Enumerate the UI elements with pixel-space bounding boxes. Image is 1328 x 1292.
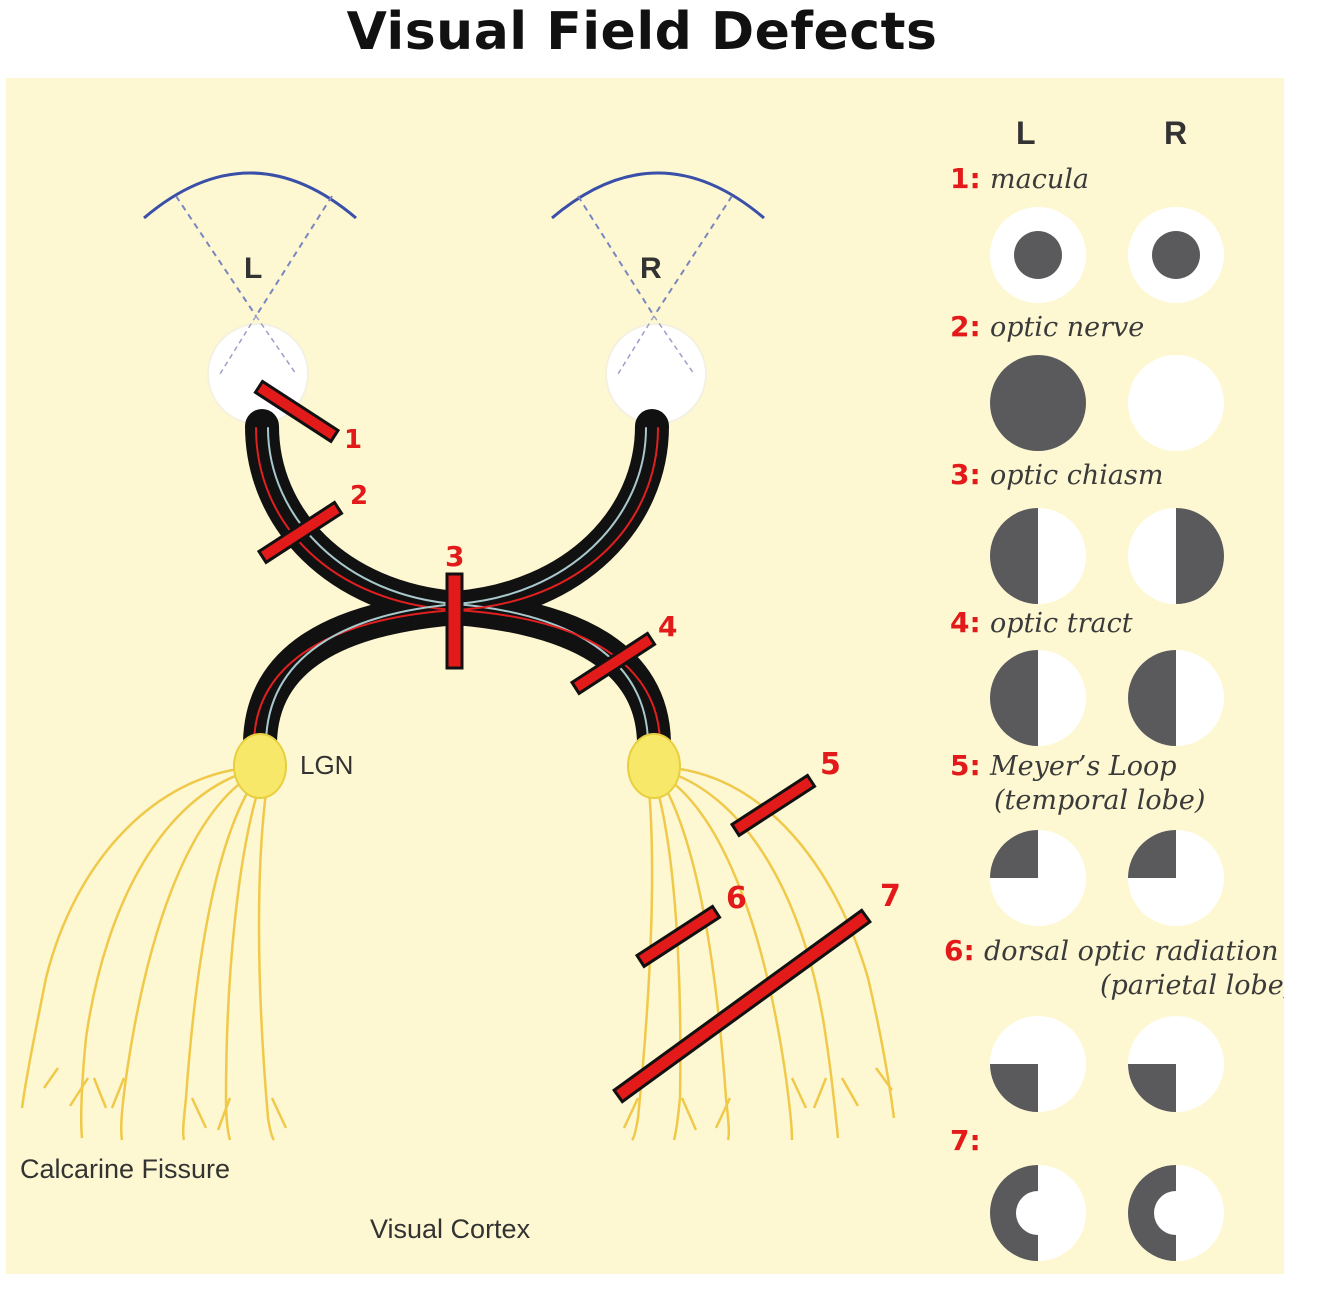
right-eye-globe — [605, 323, 707, 425]
legend-item-number: 6: — [944, 934, 975, 967]
field-defect-mark — [1128, 1165, 1176, 1261]
legend-item-label: macula — [990, 164, 1089, 195]
lesion-4-bar — [569, 631, 657, 696]
left-eye-field — [990, 830, 1086, 926]
left-eye-field — [990, 1016, 1086, 1112]
lesion-5-bar — [729, 773, 817, 838]
legend-item-label: optic tract — [990, 608, 1133, 639]
legend-item-label: dorsal optic radiation — [984, 936, 1279, 967]
legend-col-left: L — [1016, 115, 1036, 151]
scotoma-mark — [1152, 231, 1200, 279]
legend-item-label: optic chiasm — [990, 460, 1163, 491]
right-eye-field — [1128, 830, 1224, 926]
lesion-numbers: 1 2 3 4 5 6 7 — [344, 425, 901, 916]
field-defect-mark — [1128, 1064, 1176, 1112]
right-eye-field — [1128, 355, 1224, 451]
right-retina-arc — [551, 171, 765, 220]
legend-item-sublabel: (temporal lobe) — [994, 785, 1205, 816]
field-defect-mark — [990, 1165, 1038, 1261]
legend-item-sublabel: (parietal lobe) — [1100, 970, 1284, 1001]
legend-item-number: 5: — [950, 749, 981, 782]
right-eye-field — [1128, 207, 1224, 303]
right-eye-inner-ray — [653, 315, 695, 375]
legend-item-label: optic nerve — [990, 312, 1144, 343]
left-eye-inner-ray — [219, 315, 257, 375]
right-eye-field — [1128, 508, 1224, 604]
visual-field-legend: L R 1: macula 2: optic nerve 3: optic chiasm 4… — [944, 115, 1284, 1261]
left-eye-field — [990, 650, 1086, 746]
lesion-number-1: 1 — [344, 425, 362, 455]
visual-cortex-label: Visual Cortex — [370, 1214, 531, 1244]
left-field-ray — [255, 195, 333, 317]
left-field-ray — [175, 195, 257, 317]
legend-item-label: Meyer’s Loop — [989, 751, 1177, 782]
right-field-ray — [577, 195, 655, 317]
legend-item-number: 4: — [950, 606, 981, 639]
lesion-number-7: 7 — [880, 879, 901, 914]
legend-item-number: 2: — [950, 310, 981, 343]
blind-field-mark — [990, 355, 1086, 451]
right-eye-field — [1128, 650, 1224, 746]
left-optic-tract — [243, 591, 473, 759]
right-eye-visual-field: R — [551, 171, 765, 425]
lesion-7-bar — [612, 908, 872, 1104]
right-field-ray — [653, 195, 733, 317]
legend-item: 3: optic chiasm — [950, 458, 1224, 604]
lesion-number-5: 5 — [820, 747, 841, 782]
legend-item: 1: macula — [950, 162, 1224, 303]
field-defect-mark — [990, 650, 1038, 746]
scotoma-mark — [1014, 231, 1062, 279]
legend-item: 2: optic nerve — [950, 310, 1224, 451]
field-defect-mark — [990, 1064, 1038, 1112]
field-defect-mark — [1128, 650, 1176, 746]
right-optic-radiation — [622, 766, 896, 1141]
lesion-number-3: 3 — [445, 540, 464, 573]
left-eye-label: L — [244, 252, 262, 285]
field-defect-mark — [1176, 508, 1224, 604]
left-optic-radiation — [20, 766, 288, 1141]
field-defect-mark — [990, 830, 1038, 878]
diagram-panel: L R — [6, 78, 1284, 1274]
legend-item: 5: Meyer’s Loop(temporal lobe) — [950, 749, 1224, 926]
right-eye-label: R — [640, 252, 662, 285]
legend-item: 7: — [950, 1124, 1224, 1261]
left-eye-visual-field: L — [143, 171, 357, 425]
lesion-number-6: 6 — [726, 881, 747, 916]
lesion-6-bar — [634, 904, 722, 969]
legend-item: 4: optic tract — [950, 606, 1224, 746]
page-title: Visual Field Defects — [346, 2, 938, 62]
lesion-2-bar — [256, 500, 344, 565]
right-eye-inner-ray — [617, 315, 655, 375]
legend-item-number: 3: — [950, 458, 981, 491]
left-eye-field — [990, 508, 1086, 604]
lesion-1-bar — [253, 379, 341, 444]
lesion-number-2: 2 — [350, 481, 368, 511]
lesion-3-bar — [445, 572, 464, 670]
left-eye-field — [990, 1165, 1086, 1261]
visual-pathway-diagram: L R — [20, 115, 1284, 1261]
left-lgn — [233, 733, 287, 799]
right-lgn — [627, 733, 681, 799]
legend-item-number: 1: — [950, 162, 981, 195]
calcarine-fissure-label: Calcarine Fissure — [20, 1154, 230, 1184]
lgn-label: LGN — [300, 750, 353, 780]
field-defect-mark — [1128, 830, 1176, 878]
right-optic-tract — [439, 591, 671, 759]
field-defect-mark — [990, 508, 1038, 604]
lesions — [253, 379, 872, 1104]
lesion-number-4: 4 — [658, 610, 677, 643]
right-eye-field — [1128, 1165, 1224, 1261]
legend-item: 6: dorsal optic radiation(parietal lobe) — [944, 934, 1284, 1112]
left-eye-inner-ray — [255, 315, 297, 375]
right-eye-field — [1128, 1016, 1224, 1112]
legend-item-number: 7: — [950, 1124, 981, 1157]
left-eye-field — [990, 355, 1086, 451]
right-optic-nerve — [439, 409, 669, 625]
legend-col-right: R — [1164, 115, 1187, 151]
left-eye-field — [990, 207, 1086, 303]
left-retina-arc — [143, 171, 357, 220]
